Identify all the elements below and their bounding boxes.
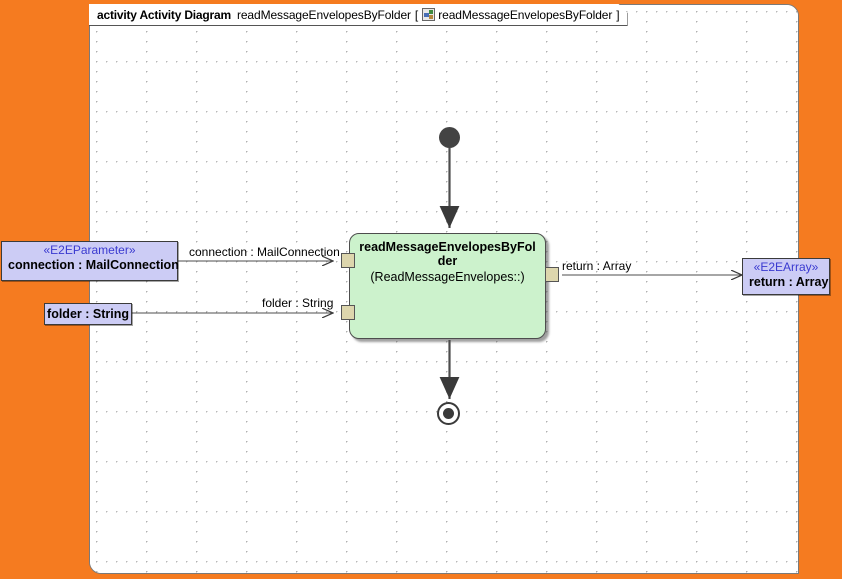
parameter-node-return[interactable]: «E2EArray» return : Array [742, 258, 830, 295]
activity-node-title: readMessageEnvelopesByFolder [359, 240, 536, 268]
edge-label-return: return : Array [562, 259, 632, 273]
edge-label-folder: folder : String [262, 296, 334, 310]
parameter-node-connection[interactable]: «E2EParameter» connection : MailConnecti… [1, 241, 179, 281]
frame-bracket-close: ] [616, 7, 620, 22]
frame-icon-label: readMessageEnvelopesByFolder [438, 7, 613, 22]
edge-label-connection: connection : MailConnection [189, 245, 340, 259]
input-pin-connection[interactable] [341, 253, 355, 268]
output-pin-return[interactable] [545, 267, 559, 282]
activity-node-qualifier: (ReadMessageEnvelopes::) [370, 270, 525, 284]
frame-name: readMessageEnvelopesByFolder [236, 7, 411, 22]
activity-final-node[interactable] [437, 402, 460, 425]
frame-keyword: activity Activity Diagram [97, 7, 231, 22]
input-pin-folder[interactable] [341, 305, 355, 320]
parameter-label: connection : MailConnection [8, 257, 179, 272]
parameter-label: folder : String [47, 306, 129, 321]
stereotype-label: «E2EArray» [753, 260, 819, 274]
parameter-node-folder[interactable]: folder : String [44, 303, 132, 325]
initial-node[interactable] [439, 127, 460, 148]
frame-header-tab[interactable]: activity Activity Diagram readMessageEnv… [89, 4, 628, 26]
activity-node[interactable]: readMessageEnvelopesByFolder (ReadMessag… [349, 233, 546, 339]
diagram-frame [89, 4, 799, 574]
stereotype-label: «E2EParameter» [43, 243, 136, 257]
activity-diagram-icon [422, 8, 435, 21]
frame-bracket-open: [ [414, 7, 419, 22]
parameter-label: return : Array [749, 274, 829, 289]
